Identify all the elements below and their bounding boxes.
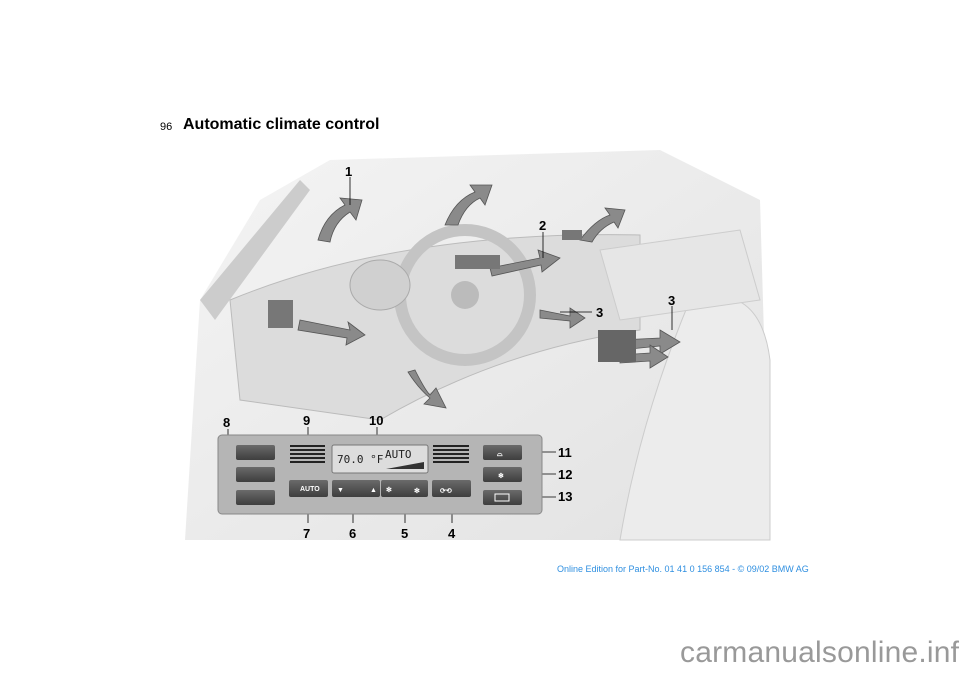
callout-4: 4 — [448, 526, 456, 541]
temp-down-icon: ▼ — [337, 487, 344, 494]
auto-button[interactable] — [289, 480, 328, 497]
display-temperature: 70.0 °F — [337, 453, 383, 466]
rear-defrost-icon — [494, 493, 510, 502]
arrow-down — [407, 369, 447, 409]
right-grille — [433, 445, 469, 463]
airflow-arrows — [297, 184, 681, 409]
callout-8: 8 — [223, 415, 230, 430]
arrow-side-up — [579, 207, 626, 243]
arrow-center-vent — [489, 249, 561, 277]
fan-rocker[interactable] — [381, 480, 428, 497]
watermark: carmanualsonline.info — [680, 636, 960, 669]
footwell-distribution-button[interactable] — [236, 490, 275, 505]
temperature-sensor-grille — [290, 445, 325, 463]
upper-body-distribution-button[interactable] — [236, 467, 275, 482]
callout-9: 9 — [303, 413, 310, 428]
fan-low-icon: ✻ — [386, 486, 392, 494]
steering-hub — [451, 281, 479, 309]
instrument-cluster — [349, 259, 411, 311]
callout-3-front: 3 — [596, 305, 603, 320]
windshield-pillar — [200, 180, 310, 320]
callout-6: 6 — [349, 526, 356, 541]
center-vent — [455, 255, 500, 269]
door-panel — [599, 229, 761, 321]
callout-13: 13 — [558, 489, 572, 504]
callout-10: 10 — [369, 413, 383, 428]
dashboard — [229, 234, 641, 421]
snowflake-icon: ❄ — [498, 472, 504, 480]
callout-5: 5 — [401, 526, 408, 541]
recirculation-button[interactable] — [432, 480, 471, 497]
side-vent — [562, 230, 582, 240]
windshield-defrost-icon: ⌓ — [497, 451, 503, 458]
left-vent — [268, 300, 293, 328]
callout-11: 11 — [558, 445, 572, 460]
edition-footer: Online Edition for Part-No. 01 41 0 156 … — [557, 564, 809, 574]
fan-speed-indicator — [386, 462, 424, 469]
max-defrost-button[interactable] — [483, 445, 522, 460]
climate-control-panel: 70.0 °F AUTO AUTO ▼ ▲ ✻ ✻ ⟳⟲ ⌓ ❄ — [217, 434, 543, 515]
arrow-left-vent — [297, 319, 366, 346]
page-number: 96 — [160, 121, 173, 133]
arrow-center-up — [444, 184, 493, 226]
temp-up-icon: ▲ — [370, 487, 377, 494]
arrow-rear-lower — [619, 344, 669, 369]
callout-7: 7 — [303, 526, 310, 541]
callout-3-rear: 3 — [668, 293, 675, 308]
page-title: Automatic climate control — [183, 116, 380, 133]
defrost-distribution-button[interactable] — [236, 445, 275, 460]
callout-2: 2 — [539, 218, 546, 233]
display-mode: AUTO — [385, 448, 412, 461]
arrow-footwell — [539, 307, 586, 329]
rear-window-defroster-button[interactable] — [483, 490, 522, 505]
ac-button[interactable] — [483, 467, 522, 482]
temperature-rocker[interactable] — [332, 480, 380, 497]
callout-12: 12 — [558, 467, 572, 482]
callout-1: 1 — [345, 164, 352, 179]
recirculation-icon: ⟳⟲ — [440, 488, 452, 495]
arrow-defrost — [317, 197, 363, 243]
air-distribution-buttons — [236, 445, 275, 505]
auto-button-label: AUTO — [300, 486, 320, 493]
rear-vent — [598, 330, 636, 362]
fan-high-icon: ✻ — [414, 487, 420, 495]
